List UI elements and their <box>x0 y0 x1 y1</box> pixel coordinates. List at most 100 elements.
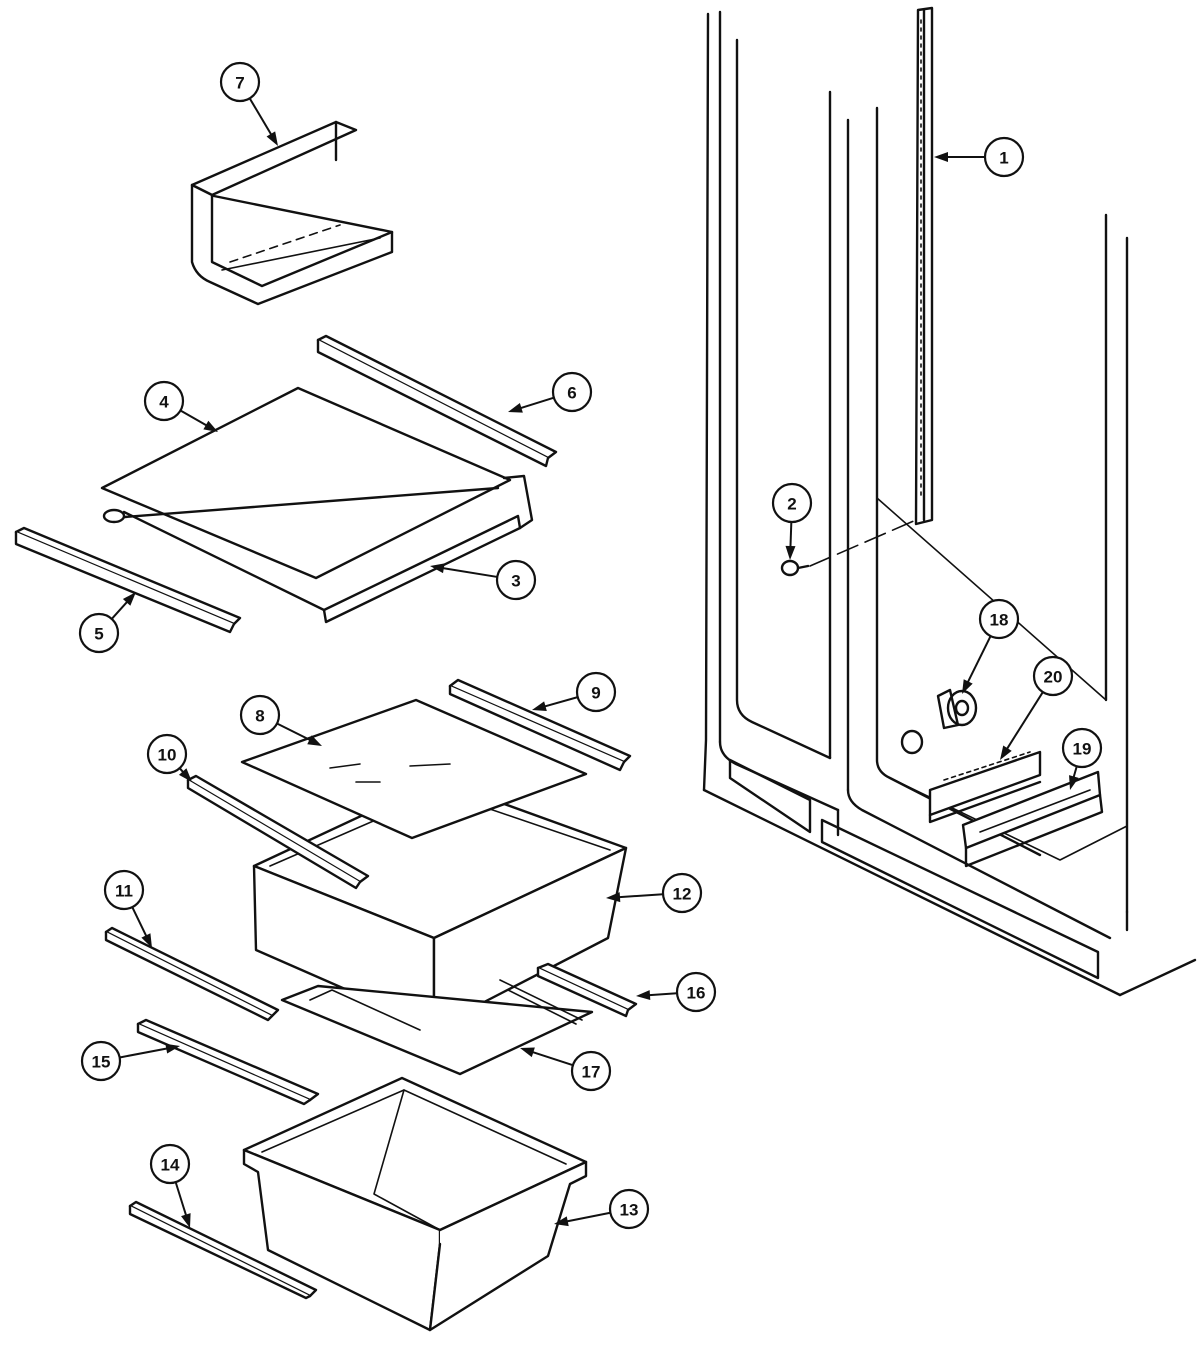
arrowhead <box>141 933 152 948</box>
part-16-crisper-rail <box>536 962 638 1018</box>
leader-line <box>541 696 578 709</box>
arrowhead <box>266 131 278 146</box>
callout-number: 4 <box>159 393 169 412</box>
part-10-crisper-trim <box>186 774 370 890</box>
callout-circle <box>575 671 617 713</box>
callout-number: 5 <box>94 625 103 644</box>
arrowhead <box>1069 775 1079 790</box>
callout-number: 15 <box>92 1053 111 1072</box>
callout-circle <box>978 598 1020 640</box>
callout-11: 11 <box>103 869 152 948</box>
callout-number: 18 <box>990 611 1009 630</box>
callout-4: 4 <box>143 380 218 432</box>
part-1-shelf-ladder-rail <box>914 6 934 526</box>
callout-number: 8 <box>255 707 264 726</box>
arrowhead <box>181 1213 191 1228</box>
leader-line <box>645 992 678 997</box>
part-18-light-socket <box>900 688 978 755</box>
callout-1: 1 <box>934 136 1025 178</box>
callout-circle <box>239 694 281 736</box>
callout-number: 17 <box>582 1063 601 1082</box>
part-9-shelf-trim <box>448 678 632 772</box>
callout-14: 14 <box>149 1143 191 1228</box>
arrowhead <box>554 1216 569 1227</box>
leader-line <box>119 1046 171 1059</box>
part-5-shelf-trim <box>14 526 242 634</box>
arrowhead <box>178 768 192 782</box>
callout-circle <box>608 1188 650 1230</box>
arrowhead <box>962 679 973 694</box>
part-12-crisper-drawer <box>252 778 628 1030</box>
leader-line <box>248 97 274 138</box>
leader-line <box>1004 691 1044 753</box>
arrowhead <box>307 735 322 746</box>
leader-line <box>789 521 793 551</box>
leader-line <box>131 906 149 940</box>
callout-7: 7 <box>219 61 278 146</box>
callout-18: 18 <box>962 598 1020 694</box>
callout-number: 7 <box>235 74 244 93</box>
callout-15: 15 <box>80 1040 180 1082</box>
leader-line <box>110 598 131 620</box>
part-2-screw <box>780 519 917 577</box>
leader-line <box>276 722 314 743</box>
part-8-crisper-glass <box>240 698 588 840</box>
callout-circle <box>103 869 145 911</box>
callout-circle <box>771 482 813 524</box>
callout-circle <box>78 612 120 654</box>
part-3-shelf-frame <box>102 474 534 624</box>
callout-8: 8 <box>239 694 322 746</box>
arrowhead <box>520 1047 535 1058</box>
callout-9: 9 <box>532 671 617 713</box>
callout-number: 14 <box>161 1156 180 1175</box>
callout-circle <box>219 61 261 103</box>
callout-19: 19 <box>1061 727 1103 790</box>
arrowhead <box>532 701 547 712</box>
callout-20: 20 <box>1000 655 1074 760</box>
callout-number: 12 <box>673 885 692 904</box>
part-14-crisper-trim <box>128 1200 318 1300</box>
part-13-crisper-pan <box>242 1076 588 1332</box>
part-7-dairy-bin <box>190 120 394 306</box>
callout-5: 5 <box>78 592 136 654</box>
callout-17: 17 <box>520 1047 612 1092</box>
leader-line <box>965 635 992 686</box>
callout-circle <box>675 971 717 1013</box>
leader-line <box>439 566 498 578</box>
arrowhead <box>606 892 621 903</box>
callout-circle <box>1061 727 1103 769</box>
callout-circle <box>80 1040 122 1082</box>
leader-line <box>563 1211 611 1224</box>
callout-circle <box>661 872 703 914</box>
arrowhead <box>934 152 948 162</box>
callout-number: 9 <box>591 684 600 703</box>
callout-circle <box>983 136 1025 178</box>
callout-circle <box>146 733 188 775</box>
callout-2: 2 <box>771 482 813 560</box>
callout-circle <box>143 380 185 422</box>
arrowhead <box>430 563 445 574</box>
callout-number: 19 <box>1073 740 1092 759</box>
callout-number: 11 <box>115 882 133 901</box>
callout-number: 6 <box>567 384 576 403</box>
refrigerator-cabinet <box>702 10 1197 997</box>
callout-number: 2 <box>787 495 796 514</box>
leader-line <box>529 1050 574 1067</box>
part-17-crisper-cover <box>280 979 594 1076</box>
part-19-crisper-support <box>961 770 1104 868</box>
part-4-glass-shelf <box>100 386 512 580</box>
callout-circle <box>495 559 537 601</box>
callout-circle <box>1032 655 1074 697</box>
callout-number: 10 <box>158 746 177 765</box>
callout-number: 13 <box>620 1201 639 1220</box>
part-20-light-shield <box>928 750 1042 824</box>
arrowhead <box>508 403 523 413</box>
callout-3: 3 <box>430 559 537 601</box>
part-6-shelf-trim <box>316 334 558 468</box>
callout-number: 16 <box>687 984 706 1003</box>
arrowhead <box>122 592 136 606</box>
part-15-crisper-trim <box>136 1018 320 1106</box>
